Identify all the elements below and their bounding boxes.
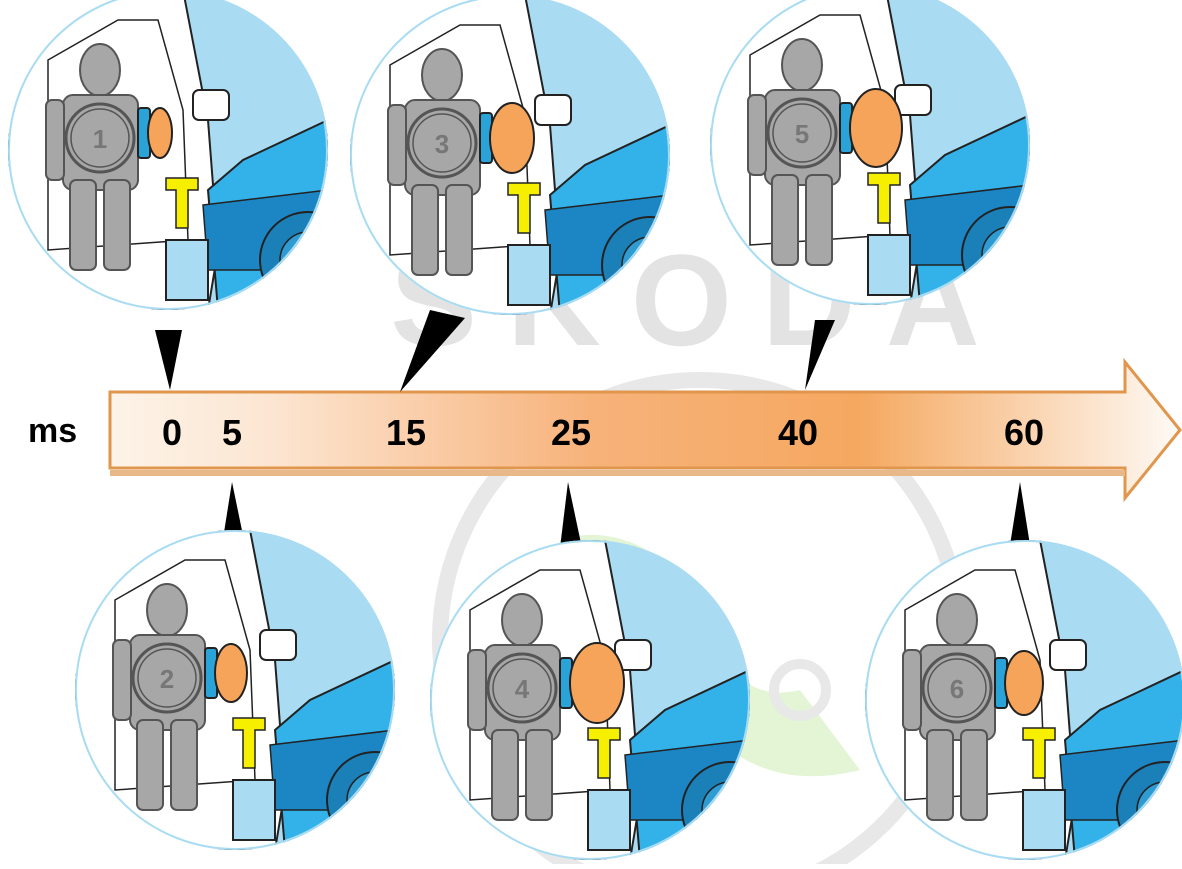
pointer-4 xyxy=(560,482,582,548)
side-airbag xyxy=(850,89,902,167)
frame-number: 2 xyxy=(160,664,174,694)
scene-frame-2: 2 xyxy=(75,530,423,850)
side-airbag xyxy=(570,643,624,723)
tick-label: 60 xyxy=(1004,412,1044,454)
pointer-1 xyxy=(155,330,182,390)
tick-label: 0 xyxy=(162,412,182,454)
side-airbag xyxy=(215,644,247,702)
frame-number: 1 xyxy=(93,124,107,154)
side-airbag xyxy=(148,108,172,158)
scene-frame-1: 1 xyxy=(8,0,356,310)
side-airbag xyxy=(1005,651,1043,715)
tick-label: 5 xyxy=(222,412,242,454)
tick-label: 15 xyxy=(386,412,426,454)
unit-label: ms xyxy=(28,412,77,451)
frame-number: 5 xyxy=(795,119,809,149)
scene-frame-6: 6 xyxy=(865,540,1182,860)
scene-frame-4: 4 xyxy=(430,540,778,860)
tick-label: 40 xyxy=(778,412,818,454)
frame-number: 6 xyxy=(950,674,964,704)
side-airbag xyxy=(490,103,534,173)
frame-number: 4 xyxy=(515,674,530,704)
tick-label: 25 xyxy=(551,412,591,454)
frame-number: 3 xyxy=(435,129,449,159)
pointer-6 xyxy=(1010,482,1030,545)
